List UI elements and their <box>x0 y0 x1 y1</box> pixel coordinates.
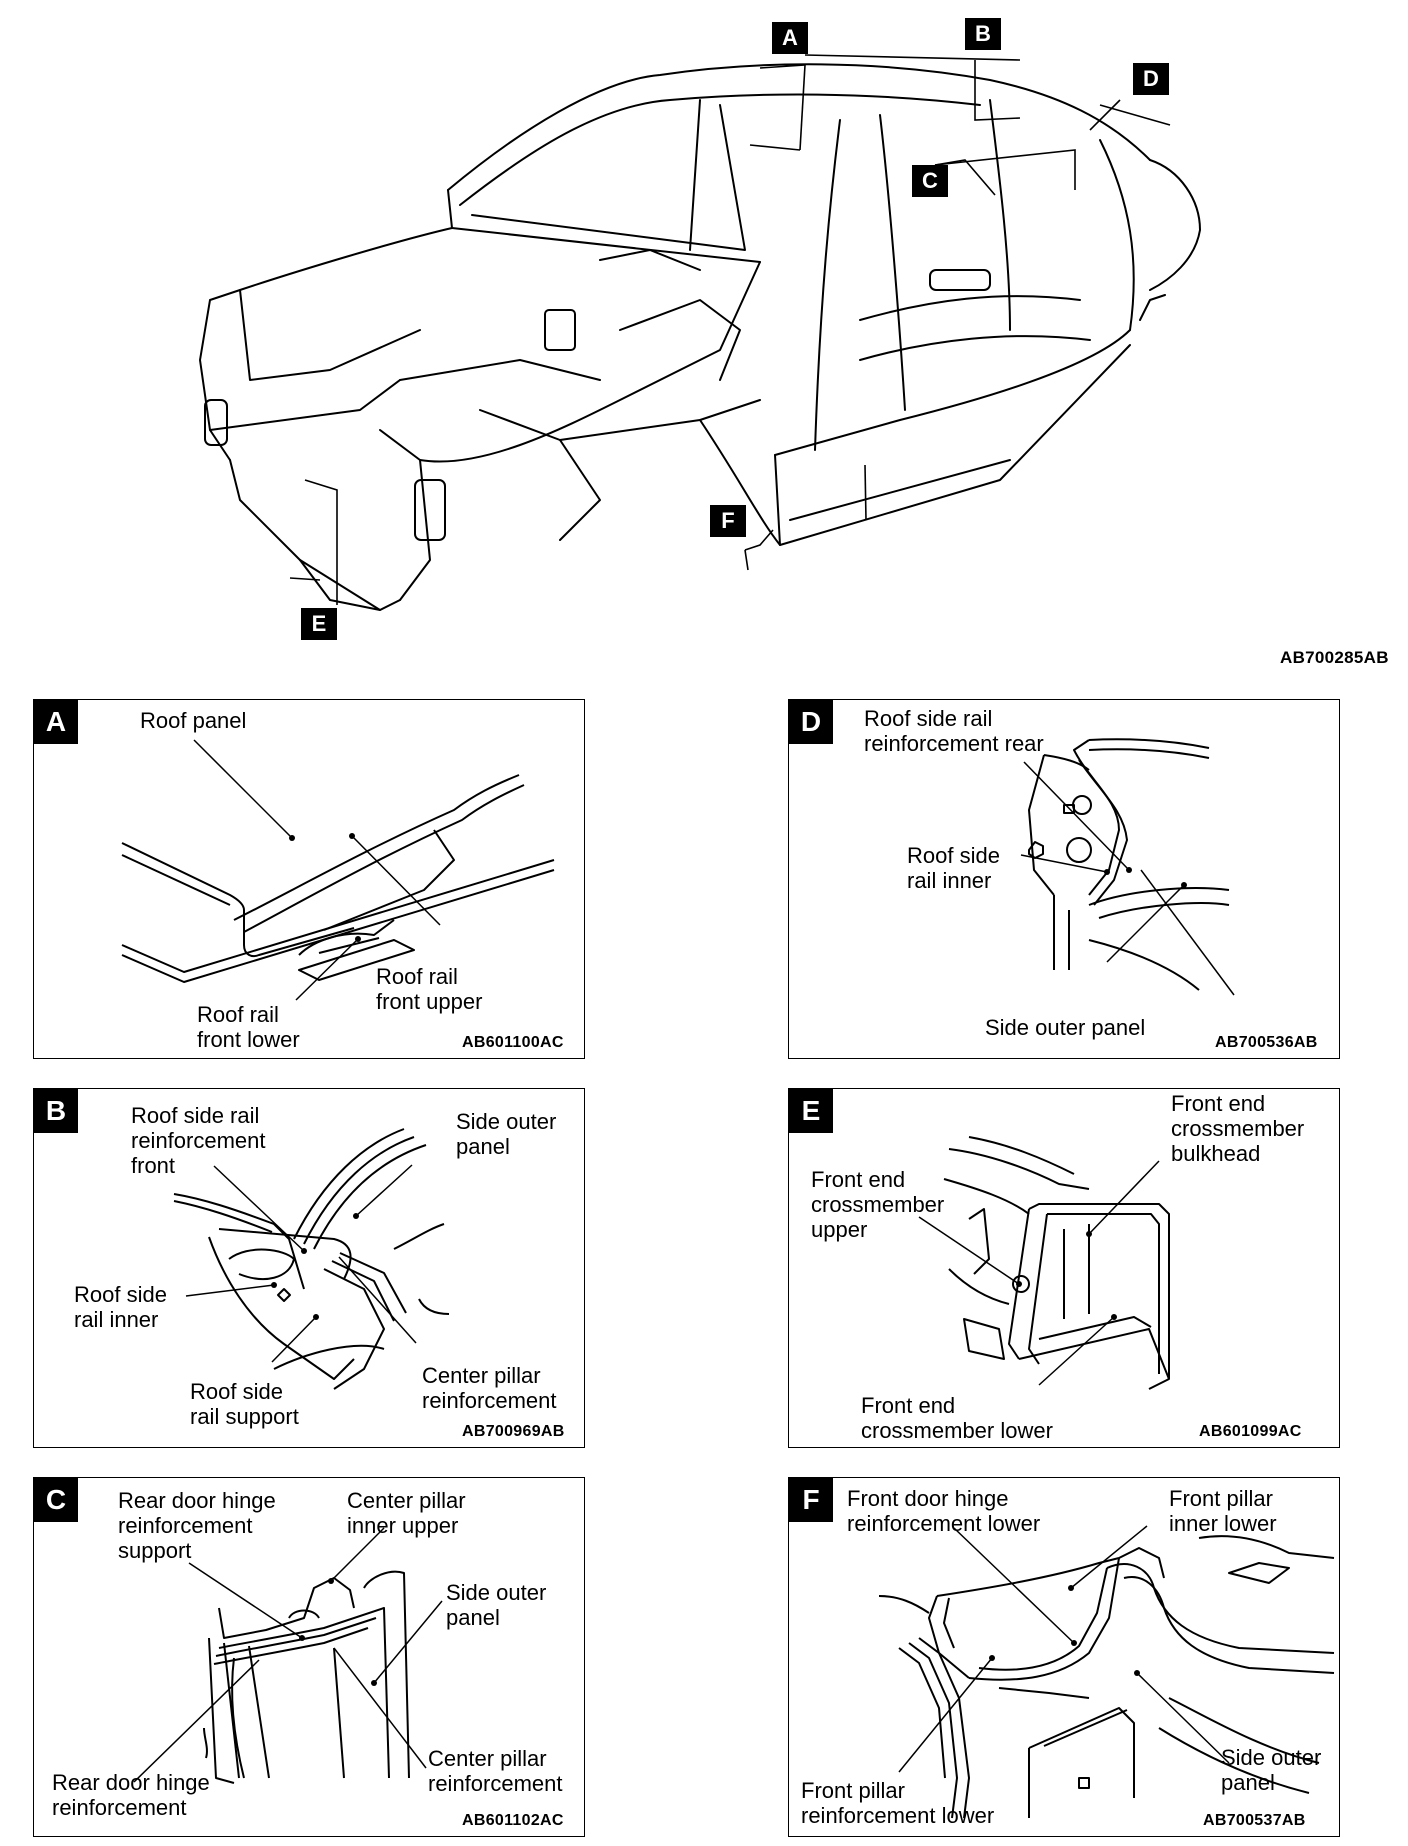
label-roof-rail-front-upper: Roof rail front upper <box>376 964 483 1014</box>
label-roof-side-rail-reinforcement-rear: Roof side rail reinforcement rear <box>864 706 1044 756</box>
panel-b-tag: B <box>34 1089 78 1133</box>
panel-b-figure-code: AB700969AB <box>462 1423 565 1440</box>
marker-a: A <box>772 22 808 54</box>
label-side-outer-panel: Side outer panel <box>456 1109 557 1159</box>
panel-d-tag: D <box>789 700 833 744</box>
panel-e-tag: E <box>789 1089 833 1133</box>
panel-f-tag: F <box>789 1478 833 1522</box>
label-front-pillar-reinforcement-lower: Front pillar reinforcement lower <box>801 1778 995 1828</box>
car-body-structure-diagram: A B C D E F AB700285AB <box>0 0 1408 700</box>
detail-panel-a: A Roof panel Roof rail front upper Roof … <box>33 699 585 1059</box>
marker-d: D <box>1133 63 1169 95</box>
label-front-end-crossmember-lower: Front end crossmember lower <box>861 1393 1053 1443</box>
label-center-pillar-inner-upper: Center pillar inner upper <box>347 1488 466 1538</box>
marker-c: C <box>912 165 948 197</box>
panel-a-tag: A <box>34 700 78 744</box>
car-body-illustration <box>199 54 1201 611</box>
panel-e-figure-code: AB601099AC <box>1199 1423 1302 1440</box>
front-pillar-lower-section-illustration <box>878 1525 1335 1819</box>
detail-panel-e: E Front end crossmember bulkhead Front e… <box>788 1088 1340 1448</box>
label-roof-side-rail-support: Roof side rail support <box>190 1379 299 1429</box>
panel-d-figure-code: AB700536AB <box>1215 1034 1318 1051</box>
marker-b: B <box>965 18 1001 50</box>
roof-side-rail-rear-section-illustration <box>1020 738 1235 996</box>
label-roof-side-rail-inner: Roof side rail inner <box>907 843 1000 893</box>
label-front-end-crossmember-bulkhead: Front end crossmember bulkhead <box>1171 1091 1305 1166</box>
detail-panel-d: D Roof side rail reinforcement rear Roof… <box>788 699 1340 1059</box>
label-side-outer-panel: Side outer panel <box>446 1580 547 1630</box>
label-front-door-hinge-reinforcement-lower: Front door hinge reinforcement lower <box>847 1486 1041 1536</box>
center-pillar-section-illustration <box>133 1527 443 1784</box>
label-roof-rail-front-lower: Roof rail front lower <box>197 1002 300 1052</box>
roof-rail-section-illustration <box>121 739 555 1001</box>
detail-panel-c: C Rear door hinge reinforcement support … <box>33 1477 585 1837</box>
label-center-pillar-reinforcement: Center pillar reinforcement <box>428 1746 563 1796</box>
panel-c-figure-code: AB601102AC <box>462 1812 564 1829</box>
panel-f-figure-code: AB700537AB <box>1203 1812 1306 1829</box>
label-side-outer-panel: Side outer panel <box>985 1015 1146 1040</box>
roof-side-rail-section-illustration <box>173 1128 450 1390</box>
marker-f: F <box>710 505 746 537</box>
label-side-outer-panel: Side outer panel <box>1221 1745 1322 1795</box>
label-front-end-crossmember-upper: Front end crossmember upper <box>811 1167 945 1242</box>
label-roof-side-rail-inner: Roof side rail inner <box>74 1282 167 1332</box>
label-roof-panel: Roof panel <box>140 708 247 733</box>
panel-a-figure-code: AB601100AC <box>462 1034 564 1051</box>
marker-e: E <box>301 608 337 640</box>
label-rear-door-hinge-reinforcement: Rear door hinge reinforcement <box>52 1770 210 1820</box>
main-figure-code: AB700285AB <box>1280 648 1389 667</box>
label-front-pillar-inner-lower: Front pillar inner lower <box>1169 1486 1277 1536</box>
panel-c-tag: C <box>34 1478 78 1522</box>
label-center-pillar-reinforcement: Center pillar reinforcement <box>422 1363 557 1413</box>
front-end-crossmember-section-illustration <box>918 1136 1170 1390</box>
detail-panel-f: F Front door hinge reinforcement lower F… <box>788 1477 1340 1837</box>
label-rear-door-hinge-reinforcement-support: Rear door hinge reinforcement support <box>118 1488 276 1563</box>
label-roof-side-rail-reinforcement-front: Roof side rail reinforcement front <box>131 1103 266 1178</box>
detail-panel-b: B Roof side rail reinforcement front Sid… <box>33 1088 585 1448</box>
